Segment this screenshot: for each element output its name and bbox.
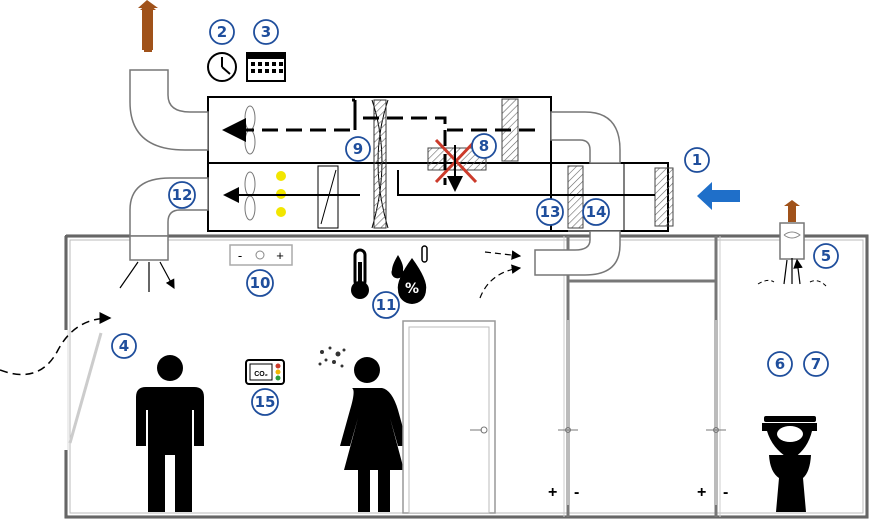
woman-icon <box>340 357 408 512</box>
callout-4: 4 <box>111 333 137 359</box>
svg-text:3: 3 <box>261 23 271 41</box>
svg-text:1: 1 <box>692 151 702 169</box>
man-icon <box>136 355 204 512</box>
callout-12: 12 <box>168 181 196 209</box>
svg-text:11: 11 <box>376 296 397 314</box>
svg-text:10: 10 <box>250 274 271 292</box>
open-window <box>68 332 103 444</box>
callout-5: 5 <box>813 243 839 269</box>
co2-sensor-icon: CO₂ <box>245 359 285 385</box>
callout-9: 9 <box>345 136 371 162</box>
svg-text:13: 13 <box>540 203 561 221</box>
exhaust-arrow <box>784 200 800 222</box>
svg-text:12: 12 <box>172 186 193 204</box>
thermometer-icon <box>351 248 369 299</box>
toilet-icon <box>762 416 817 512</box>
extract-duct <box>550 111 621 164</box>
svg-text:%: % <box>405 281 419 297</box>
pressure-plus: + <box>697 484 706 501</box>
callout-6: 6 <box>767 351 793 377</box>
callout-14: 14 <box>582 198 610 226</box>
svg-text:15: 15 <box>255 393 276 411</box>
controller-plus: + <box>276 248 284 263</box>
pressure-minus: - <box>723 484 728 501</box>
humidity-icon: % <box>391 245 428 304</box>
clock-icon <box>207 52 237 82</box>
svg-text:2: 2 <box>217 23 227 41</box>
exhaust-duct <box>129 0 209 151</box>
callout-7: 7 <box>803 351 829 377</box>
callout-3: 3 <box>253 19 279 45</box>
callout-13: 13 <box>536 198 564 226</box>
particles-icon <box>318 346 346 368</box>
window-airflow <box>0 312 112 376</box>
callout-2: 2 <box>209 19 235 45</box>
supply-filter <box>567 165 584 229</box>
pressure-plus: + <box>548 484 557 501</box>
interior-door <box>567 320 717 505</box>
controller-minus: - <box>238 248 242 263</box>
svg-text:8: 8 <box>479 137 489 155</box>
heat-exchanger <box>373 99 387 229</box>
svg-text:7: 7 <box>811 355 821 373</box>
fan-indicator <box>276 207 286 217</box>
fan-indicator <box>276 171 286 181</box>
pressure-minus: - <box>574 484 579 501</box>
svg-text:5: 5 <box>821 247 831 265</box>
callout-8: 8 <box>471 133 497 159</box>
intake-grille <box>654 167 674 227</box>
callout-10: 10 <box>246 269 274 297</box>
svg-text:14: 14 <box>586 203 607 221</box>
intake-arrow <box>697 182 740 210</box>
svg-text:4: 4 <box>119 337 129 355</box>
callout-1: 1 <box>684 147 710 173</box>
toilet-extract <box>757 200 827 287</box>
callout-11: 11 <box>372 291 400 319</box>
fan-speed-controller[interactable]: - + <box>229 244 293 266</box>
door-icon <box>402 320 496 514</box>
svg-text:9: 9 <box>353 140 363 158</box>
room-extract-duct <box>479 230 621 299</box>
calendar-icon <box>246 52 286 82</box>
svg-text:6: 6 <box>775 355 785 373</box>
co2-label: CO₂ <box>254 371 268 378</box>
callout-15: 15 <box>251 388 279 416</box>
